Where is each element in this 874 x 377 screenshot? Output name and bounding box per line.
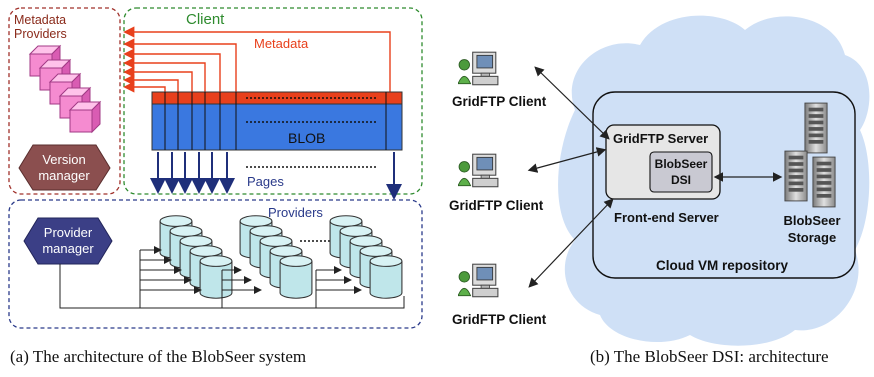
client-label: Client (186, 11, 225, 28)
provider-manager-hexagon (23, 217, 113, 265)
provider-cylinders-group-3 (329, 215, 403, 299)
provider-manager-label: manager (42, 241, 94, 256)
provider-cylinders-group-2 (239, 215, 313, 299)
version-manager-label: Version (42, 152, 85, 167)
client-server-links (527, 66, 614, 288)
provider-manager-label: Provider (44, 225, 93, 240)
metadata-arrows (123, 26, 391, 93)
version-manager-hexagon (18, 144, 111, 191)
caption-a: (a) The architecture of the BlobSeer sys… (10, 347, 306, 366)
blobseer-dsi-box (649, 151, 713, 193)
gridftp-client-2-label: GridFTP Client (449, 198, 544, 213)
blobseer-dsi-label: DSI (671, 173, 691, 187)
blob-page-dividers (164, 92, 387, 150)
pages-arrows (150, 152, 402, 200)
blobseer-dsi-label: BlobSeer (655, 157, 708, 171)
metadata-providers-label: Metadata (14, 13, 66, 27)
version-manager-label: manager (38, 168, 90, 183)
gridftp-client-3-label: GridFTP Client (452, 312, 547, 327)
gridftp-server-label: GridFTP Server (613, 131, 708, 146)
metadata-provider-cubes (28, 44, 102, 134)
caption-b: (b) The BlobSeer DSI: architecture (590, 347, 829, 366)
providers-box (8, 199, 423, 329)
blobseer-storage-label: BlobSeer (783, 213, 840, 228)
cloud-vm-repository-label: Cloud VM repository (656, 258, 788, 273)
metadata-label: Metadata (254, 36, 309, 51)
provider-cylinders-group-1 (159, 215, 233, 299)
gridftp-client-1-label: GridFTP Client (452, 94, 547, 109)
gridftp-client-3-icon (458, 263, 499, 298)
cloud-vm-repository-box (592, 91, 856, 279)
metadata-providers-box (8, 7, 121, 195)
front-end-server-label: Front-end Server (614, 210, 719, 225)
gridftp-client-1-icon (458, 51, 499, 86)
blobseer-dsi-panel: Cloud VM repository GridFTP Server BlobS… (449, 15, 870, 366)
gridftp-client-2-icon (458, 153, 499, 188)
blobseer-architecture-panel: Metadata Providers Version manager Clien… (8, 7, 423, 366)
blobseer-storage-label: Storage (788, 230, 836, 245)
client-box (123, 7, 423, 195)
blob-label: BLOB (288, 130, 325, 146)
provider-connections (59, 246, 405, 309)
pages-label: Pages (247, 174, 284, 189)
blob-block (151, 103, 403, 151)
metadata-providers-label: Providers (14, 27, 67, 41)
providers-label: Providers (268, 205, 323, 220)
metadata-strip (151, 91, 403, 105)
